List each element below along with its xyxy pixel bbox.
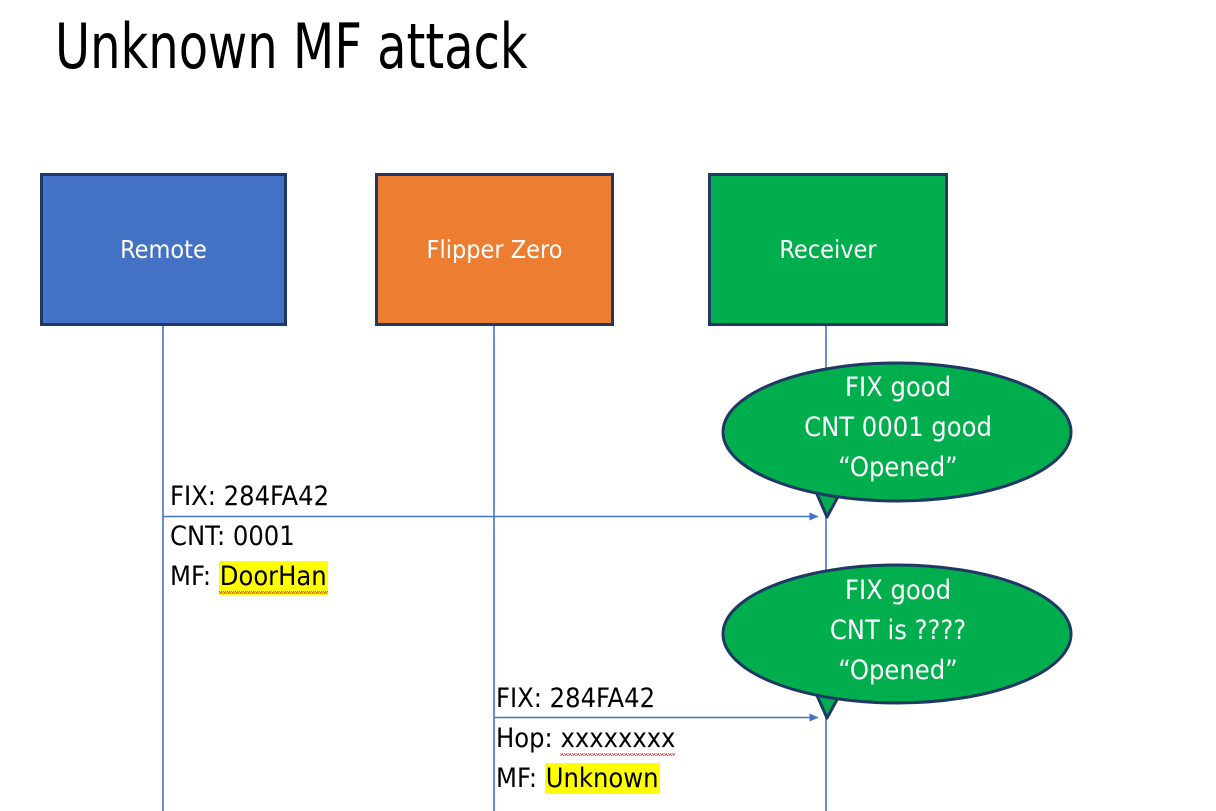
message-line-prefix: MF: <box>496 763 545 794</box>
actor-box-receiver[interactable]: Receiver <box>708 173 948 326</box>
message-label-block-2: FIX: 284FA42 Hop: xxxxxxxx MF: Unknown <box>496 679 676 799</box>
callout-text-2: FIX good CNT is ???? “Opened” <box>723 571 1073 691</box>
callout-ellipse-1 <box>721 361 1073 503</box>
message-line-value-misspelled: xxxxxxxx <box>560 723 676 757</box>
message-line: Hop: xxxxxxxx <box>496 719 676 759</box>
callout-text-1: FIX good CNT 0001 good “Opened” <box>723 368 1073 488</box>
actor-box-remote[interactable]: Remote <box>40 173 287 326</box>
message-label-block-1: FIX: 284FA42 CNT: 0001 MF: DoorHan <box>170 477 329 597</box>
callout-line: FIX good <box>844 372 952 403</box>
message-line: MF: Unknown <box>496 759 675 799</box>
message-line: MF: DoorHan <box>170 557 329 597</box>
actor-label-flipper-zero: Flipper Zero <box>426 234 563 264</box>
message-line: FIX: 284FA42 <box>170 477 329 517</box>
message-line-value-highlighted: Unknown <box>544 763 660 794</box>
callout-line: CNT is ???? <box>829 615 967 646</box>
callout-line: “Opened” <box>838 452 958 483</box>
message-line-prefix: FIX: <box>496 683 550 714</box>
actor-box-flipper-zero[interactable]: Flipper Zero <box>375 173 614 326</box>
callout-ellipse-2 <box>721 563 1073 705</box>
actor-label-remote: Remote <box>120 234 207 264</box>
actor-label-receiver: Receiver <box>779 234 877 264</box>
callout-line: CNT 0001 good <box>804 412 992 443</box>
message-line-value: 0001 <box>232 521 295 552</box>
message-line-prefix: FIX: <box>170 481 224 512</box>
callout-bubble-1 <box>721 361 1073 519</box>
callout-line: “Opened” <box>838 655 958 686</box>
message-line-prefix: Hop: <box>496 723 561 754</box>
message-line-value-highlighted: DoorHan <box>218 561 328 595</box>
message-line-value: 284FA42 <box>549 683 656 714</box>
message-line: FIX: 284FA42 <box>496 679 675 719</box>
message-line-prefix: MF: <box>170 561 219 592</box>
callout-line: FIX good <box>844 575 952 606</box>
message-line-prefix: CNT: <box>170 521 233 552</box>
message-line-value: 284FA42 <box>223 481 330 512</box>
callout-bubble-2 <box>721 563 1073 720</box>
message-line: CNT: 0001 <box>170 517 329 557</box>
page-title: Unknown MF attack <box>55 10 528 83</box>
